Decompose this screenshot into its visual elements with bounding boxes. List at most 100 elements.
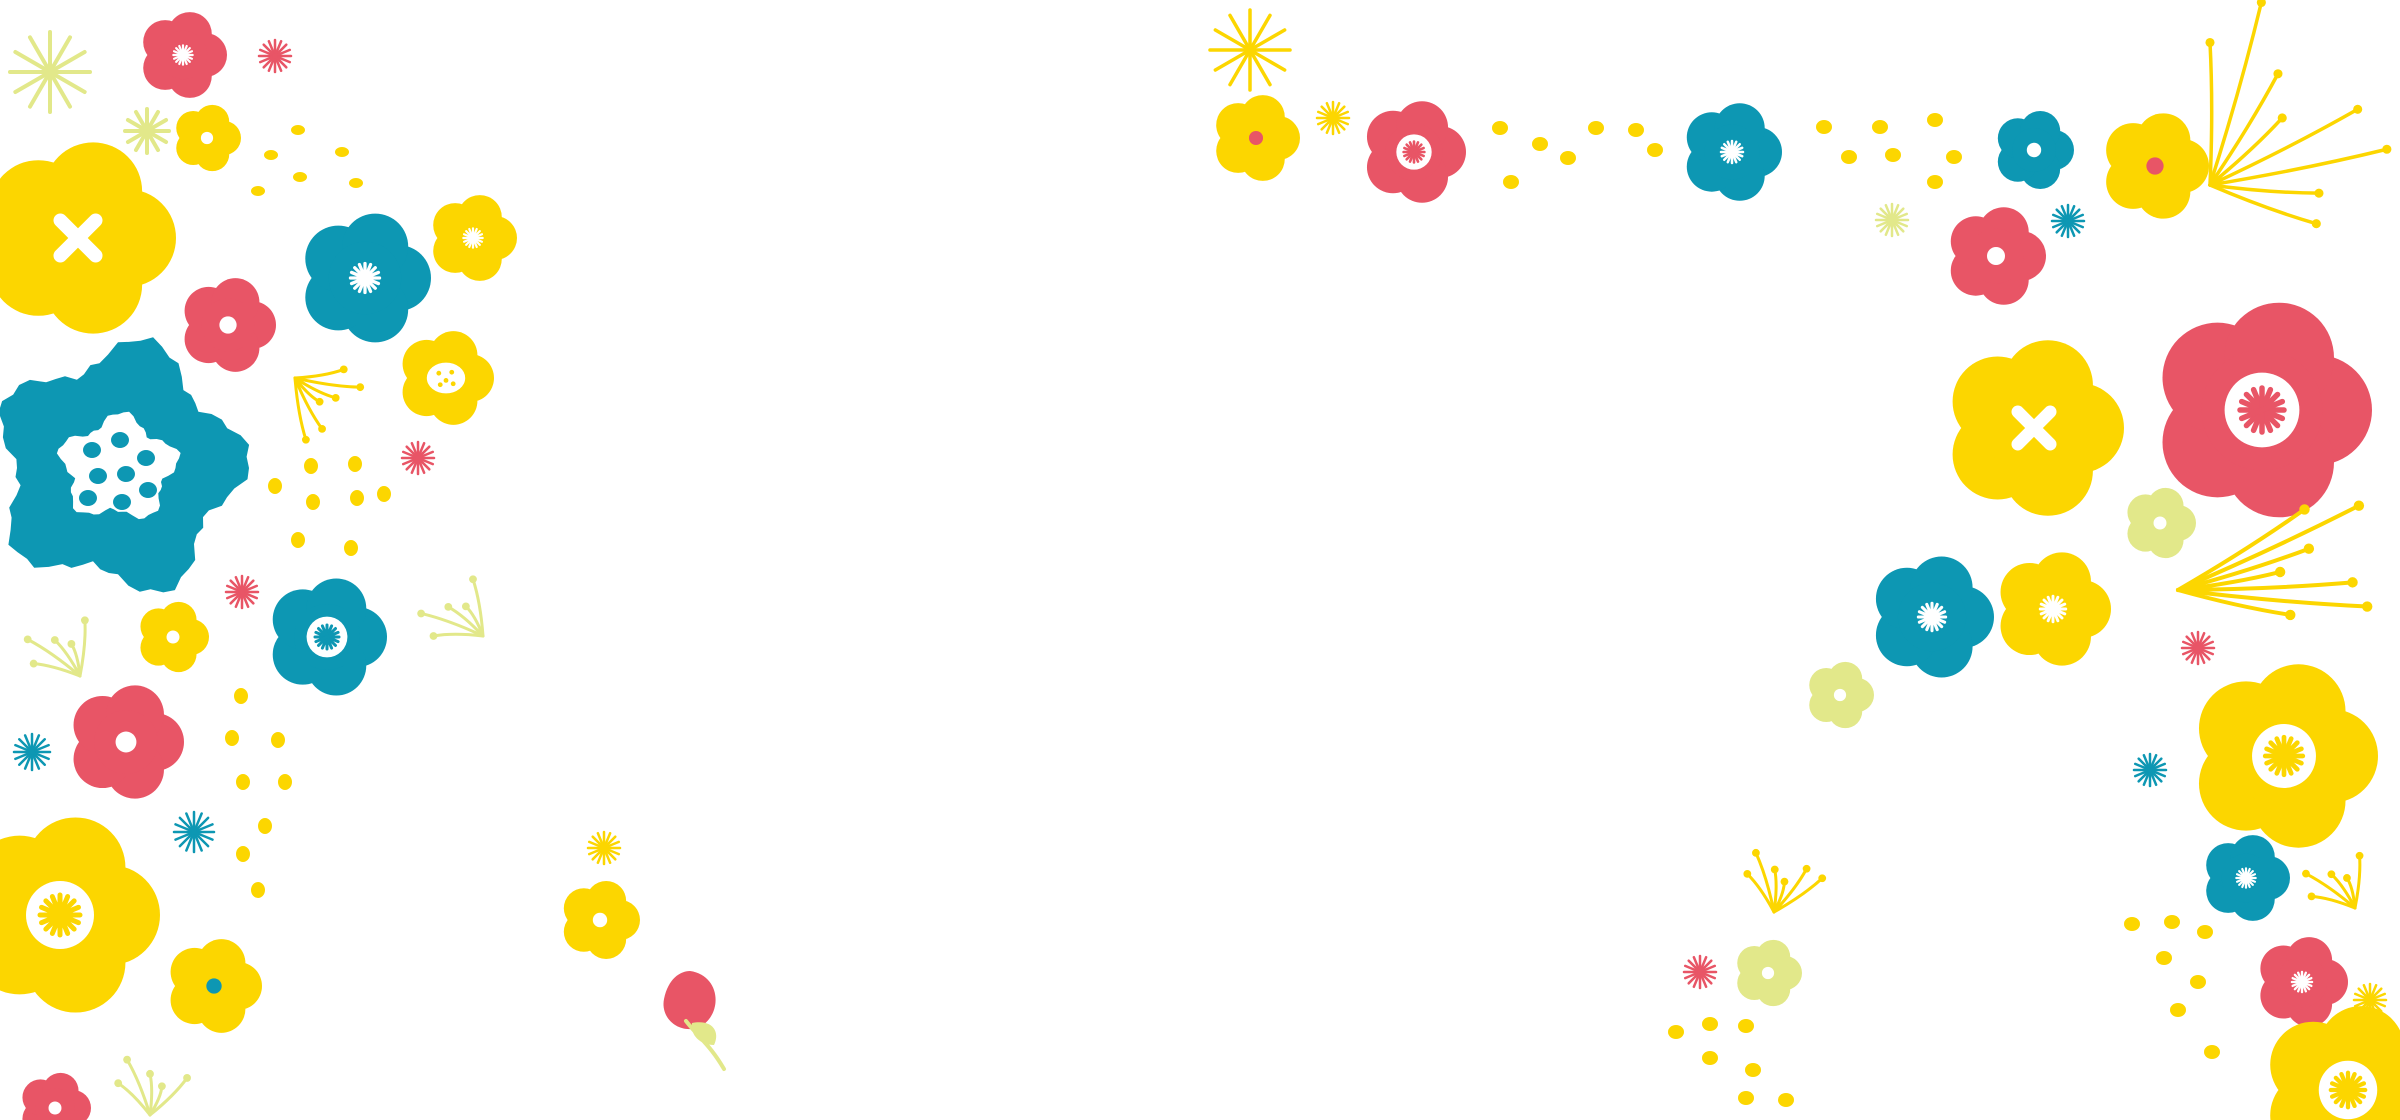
dot-icon (1738, 1091, 1754, 1105)
dot-icon (1841, 150, 1857, 164)
dot-icon (377, 486, 391, 502)
flower-icon (184, 278, 276, 372)
dot-icon (1492, 121, 1508, 135)
dot-icon (1946, 150, 1962, 164)
dot-icon (1738, 1019, 1754, 1033)
flower-icon (1686, 103, 1782, 201)
flower-icon (1997, 110, 2074, 190)
flower-icon (1737, 939, 1802, 1007)
dot-icon (225, 730, 239, 746)
dot-icon (1628, 123, 1644, 137)
burst-icon (2180, 630, 2216, 666)
burst-icon (1874, 202, 1910, 238)
dot-icon (251, 186, 265, 196)
sprig-icon (114, 1055, 191, 1117)
flower-icon (0, 142, 176, 334)
burst-icon (224, 574, 260, 610)
sprig-icon (2302, 851, 2364, 910)
flower-icon (22, 1072, 91, 1120)
dot-icon (2124, 917, 2140, 931)
dot-icon (1532, 137, 1548, 151)
flower-icon (140, 601, 209, 673)
dot-icon (2170, 1003, 2186, 1017)
burst-icon (257, 38, 293, 74)
sprig-icon (23, 616, 89, 678)
dot-icon (1702, 1051, 1718, 1065)
dot-icon (344, 540, 358, 556)
dot-icon (348, 456, 362, 472)
dot-icon (1816, 120, 1832, 134)
flower-icon (2000, 552, 2111, 666)
dot-icon (1668, 1025, 1684, 1039)
dot-icon (1560, 151, 1576, 165)
dot-icon (1927, 113, 1943, 127)
burst-icon (12, 732, 52, 772)
dot-icon (2164, 915, 2180, 929)
dot-icon (1588, 121, 1604, 135)
flower-icon (2127, 487, 2196, 559)
blob-flower-icon (0, 337, 250, 593)
sparkle-icon (123, 107, 171, 155)
dot-icon (2156, 951, 2172, 965)
sparkle-icon (8, 30, 92, 114)
flower-icon (170, 939, 262, 1033)
dot-icon (236, 846, 250, 862)
sprig-icon (293, 365, 365, 444)
dot-icon (1702, 1017, 1718, 1031)
dot-icon (1872, 120, 1888, 134)
dot-icon (268, 478, 282, 494)
dot-icon (306, 494, 320, 510)
burst-icon (400, 440, 436, 476)
sprig-icon (417, 575, 485, 640)
dot-icon (251, 882, 265, 898)
flower-icon (1875, 556, 1994, 678)
flower-icon (402, 331, 494, 425)
dot-icon (304, 458, 318, 474)
burst-icon (2132, 752, 2168, 788)
dot-icon (1778, 1093, 1794, 1107)
sparkle-icon (1208, 8, 1292, 92)
dot-icon (258, 818, 272, 834)
sprig-icon (2205, 0, 2392, 229)
dot-icon (1885, 148, 1901, 162)
burst-icon (1682, 954, 1718, 990)
dot-icon (271, 732, 285, 748)
dot-icon (1927, 175, 1943, 189)
flower-icon (2260, 937, 2348, 1027)
dot-icon (291, 532, 305, 548)
dot-icon (278, 774, 292, 790)
flower-icon (305, 213, 431, 343)
burst-icon (172, 810, 216, 854)
flower-icon (1809, 661, 1874, 729)
flower-icon (1952, 340, 2124, 516)
flower-icon (2106, 113, 2209, 219)
dot-icon (236, 774, 250, 790)
sprig-icon (2176, 500, 2373, 621)
dot-icon (2197, 925, 2213, 939)
flower-icon (0, 817, 160, 1013)
flower-icon (1950, 207, 2046, 305)
flower-icon (272, 578, 387, 696)
flower-icon (1366, 101, 1466, 203)
flower-icon (2162, 302, 2372, 518)
dot-icon (2204, 1045, 2220, 1059)
dot-icon (1503, 175, 1519, 189)
flower-icon (563, 880, 640, 960)
flower-icon (73, 685, 184, 799)
dot-icon (291, 125, 305, 135)
dot-icon (293, 172, 307, 182)
flower-icon (143, 12, 227, 98)
bud-icon (663, 971, 726, 1071)
flower-icon (1216, 95, 1300, 181)
burst-icon (586, 830, 622, 866)
flower-icon (2198, 664, 2378, 848)
burst-icon (2050, 203, 2086, 239)
dot-icon (1647, 143, 1663, 157)
dot-icon (350, 490, 364, 506)
burst-icon (1315, 100, 1351, 136)
dot-icon (1745, 1063, 1761, 1077)
sprig-icon (1743, 848, 1827, 914)
dot-icon (234, 688, 248, 704)
